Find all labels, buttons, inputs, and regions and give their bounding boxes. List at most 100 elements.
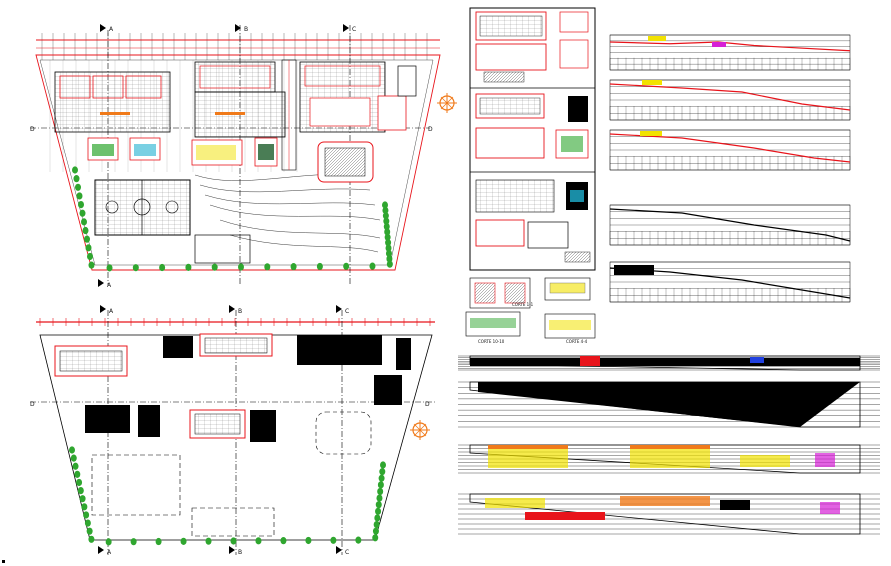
tree-icon <box>378 474 385 482</box>
tree-icon <box>255 537 262 545</box>
profile-1 <box>609 34 851 71</box>
terrain-profiles <box>609 34 851 303</box>
tree-icon <box>305 536 312 545</box>
axis-marker-a-bottom: A <box>98 279 112 289</box>
axis-marker-b-plan2-bottom: B <box>229 546 242 556</box>
axis-marker-a-top: A <box>100 24 114 33</box>
svg-text:D: D <box>30 401 35 408</box>
tree-icon <box>72 462 79 470</box>
tree-icon <box>385 244 392 252</box>
tree-icon <box>159 263 166 272</box>
compass-icon <box>437 93 457 113</box>
tree-icon <box>375 501 382 509</box>
building-block-center <box>191 61 286 167</box>
tree-icon <box>130 538 137 546</box>
tree-icon <box>377 481 384 489</box>
tree-icon <box>81 218 87 226</box>
tree-icon <box>88 261 95 269</box>
svg-text:C: C <box>345 549 349 556</box>
tree-icon <box>280 537 287 545</box>
tree-icon <box>87 252 93 261</box>
tree-icon <box>384 228 391 236</box>
axis-marker-c-plan2: C <box>336 305 349 315</box>
tree-icon <box>355 536 362 544</box>
profile-2 <box>609 79 851 121</box>
tree-icon <box>132 264 139 272</box>
profile-4 <box>609 204 851 246</box>
section-details: CORTE 1-1 CORTE 10-10 CORTE 4-4 <box>465 277 596 344</box>
tree-icon <box>373 520 380 529</box>
tree-icon <box>330 536 337 544</box>
tree-icon <box>72 166 78 174</box>
svg-text:D: D <box>428 126 433 133</box>
tree-icon <box>385 239 392 247</box>
tree-icon <box>84 519 91 527</box>
section-title-corte-1: CORTE 1-1 <box>512 302 534 307</box>
svg-text:B: B <box>238 308 242 315</box>
svg-text:A: A <box>109 26 114 33</box>
tree-icon <box>264 263 271 271</box>
tree-icon <box>82 226 89 235</box>
tree-icon <box>79 209 86 217</box>
compass-icon-bottom <box>410 420 430 440</box>
tree-icon <box>386 260 393 268</box>
tree-icon <box>369 262 376 270</box>
svg-text:C: C <box>352 26 356 33</box>
tree-icon <box>382 201 388 209</box>
tree-icon <box>382 206 389 214</box>
tree-icon <box>75 183 81 191</box>
tree-icon <box>386 255 393 263</box>
svg-text:A: A <box>109 308 114 315</box>
tree-icon <box>372 527 379 535</box>
elevation-strip <box>458 444 880 474</box>
tree-icon <box>379 468 386 476</box>
tree-icon <box>380 461 386 469</box>
svg-text:A: A <box>107 549 112 556</box>
tree-icon <box>180 537 187 545</box>
long-elevations <box>458 355 880 535</box>
tree-icon <box>384 233 391 241</box>
tree-icon <box>385 249 392 258</box>
building-block-west <box>54 71 171 161</box>
tree-icon <box>77 486 84 495</box>
axis-marker-a-plan2: A <box>100 305 114 315</box>
detail-sheets-column <box>469 7 596 271</box>
tree-icon <box>377 487 384 496</box>
tree-icon <box>78 200 84 209</box>
building-block-east <box>299 61 417 133</box>
contour-lines <box>194 173 381 253</box>
tree-icon <box>79 495 86 503</box>
tree-icon <box>383 217 390 225</box>
tree-icon <box>86 527 93 535</box>
section-title-corte-4: CORTE 4-4 <box>566 339 588 344</box>
tree-icon <box>230 537 237 545</box>
tree-icon <box>70 454 77 462</box>
tree-icon <box>105 538 112 546</box>
tree-icon <box>185 263 192 271</box>
tree-icon <box>376 494 383 502</box>
tree-icon <box>343 262 350 270</box>
tree-icon <box>155 537 162 546</box>
section-title-corte-10: CORTE 10-10 <box>478 339 505 344</box>
axis-marker-d-right-plan2: D <box>425 401 430 408</box>
tree-icon <box>84 235 90 243</box>
tree-icon <box>211 263 218 271</box>
svg-text:A: A <box>107 282 112 289</box>
tree-icon <box>106 264 113 272</box>
axis-marker-b-top: B <box>235 24 248 33</box>
site-plan-detailed: A B C D D A <box>30 24 457 289</box>
elevation-strip <box>458 381 880 428</box>
tree-icon <box>290 263 297 271</box>
elevation-strip <box>458 355 880 371</box>
tree-icon <box>69 446 75 454</box>
tree-line-top-plan <box>72 166 393 272</box>
tree-icon <box>76 192 83 200</box>
tree-icon <box>383 222 390 231</box>
tree-icon <box>73 175 80 183</box>
tree-icon <box>74 470 81 478</box>
svg-text:B: B <box>238 549 242 556</box>
tree-icon <box>83 511 90 519</box>
axis-marker-d-left-top: D <box>30 126 35 133</box>
svg-text:D: D <box>30 126 35 133</box>
tree-icon <box>205 537 212 545</box>
